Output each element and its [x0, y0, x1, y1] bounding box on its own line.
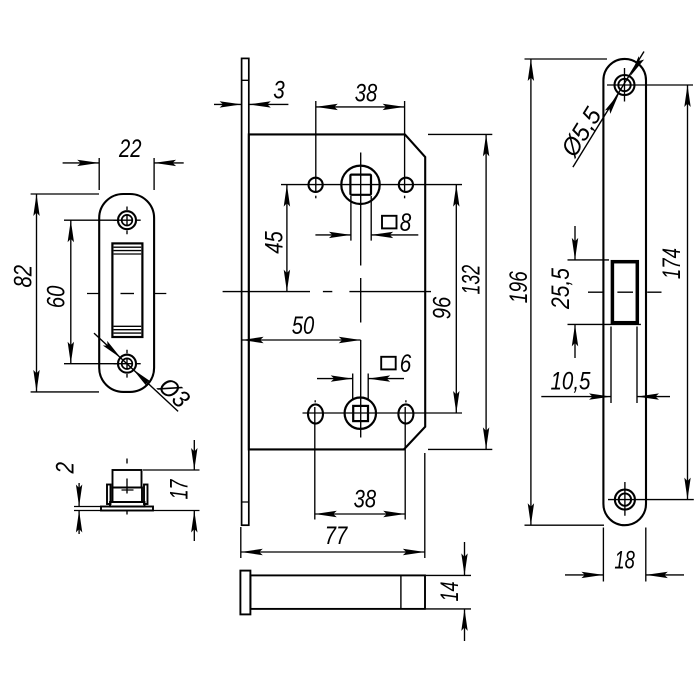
svg-text:14: 14 — [436, 582, 464, 602]
svg-text:Ø3: Ø3 — [152, 372, 195, 414]
svg-text:10,5: 10,5 — [551, 367, 591, 395]
svg-text:132: 132 — [457, 265, 485, 295]
svg-text:77: 77 — [325, 522, 348, 550]
svg-text:38: 38 — [355, 80, 378, 108]
svg-text:25,5: 25,5 — [547, 268, 575, 310]
svg-text:18: 18 — [614, 546, 635, 574]
svg-text:38: 38 — [354, 485, 377, 513]
svg-text:50: 50 — [292, 312, 315, 340]
svg-text:196: 196 — [505, 271, 533, 303]
svg-text:82: 82 — [10, 265, 38, 288]
svg-text:3: 3 — [273, 76, 285, 104]
svg-text:174: 174 — [658, 248, 686, 279]
svg-text:60: 60 — [42, 286, 70, 309]
svg-text:17: 17 — [165, 479, 193, 500]
svg-text:8: 8 — [400, 209, 412, 237]
svg-text:22: 22 — [118, 135, 141, 163]
svg-text:Ø5,5: Ø5,5 — [555, 103, 607, 163]
svg-text:45: 45 — [261, 231, 289, 254]
svg-text:96: 96 — [429, 297, 457, 320]
svg-text:2: 2 — [51, 462, 79, 474]
svg-text:6: 6 — [400, 350, 412, 378]
